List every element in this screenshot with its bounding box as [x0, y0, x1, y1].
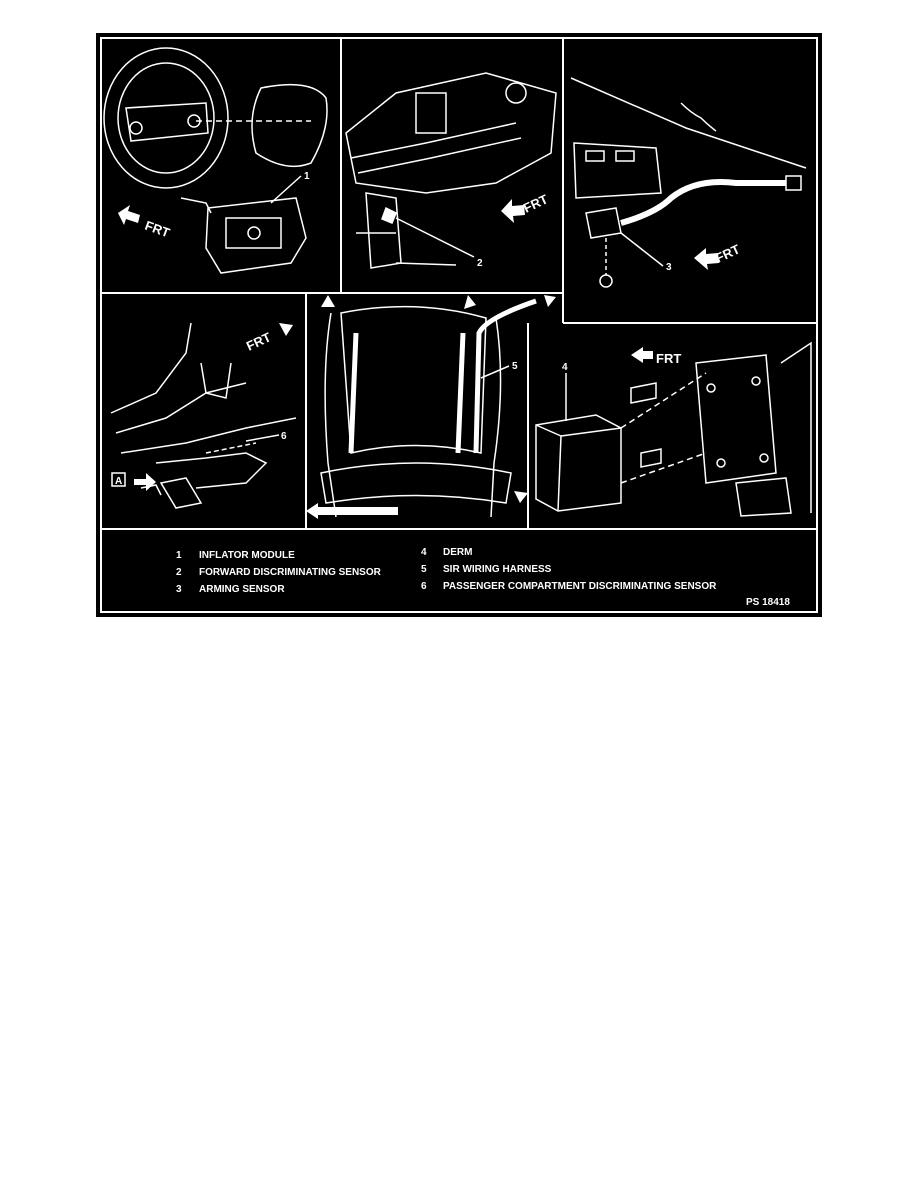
- legend-num-1: 1: [176, 550, 182, 561]
- figure-drawing: 1 FRT 2 FRT 3 FRT: [96, 33, 822, 617]
- callout-6: 6: [281, 431, 287, 442]
- legend-text-4: DERM: [443, 547, 472, 558]
- legend-text-5: SIR WIRING HARNESS: [443, 564, 552, 575]
- derm-bracket: [695, 354, 777, 484]
- panel-dividers: [101, 38, 817, 530]
- callout-4: 4: [562, 362, 568, 373]
- legend-num-2: 2: [176, 567, 182, 578]
- coolant-reservoir: [415, 92, 447, 134]
- derm-module: [535, 414, 622, 512]
- legend: 1 INFLATOR MODULE 2 FORWARD DISCRIMINATI…: [176, 547, 717, 595]
- inflator-module-back: [205, 197, 307, 274]
- legend-num-3: 3: [176, 584, 182, 595]
- figure-id: PS 18418: [746, 597, 790, 608]
- panel-passenger-sensor: [110, 322, 297, 509]
- windshield-outline: [340, 305, 487, 454]
- legend-num-4: 4: [421, 547, 427, 558]
- sir-component-locator-figure: 1 FRT 2 FRT 3 FRT: [96, 33, 822, 617]
- dashboard-outline: [320, 462, 512, 504]
- frt-arrow-panel6: FRT: [631, 347, 681, 366]
- view-a-label: A: [115, 476, 122, 487]
- callout-5: 5: [512, 361, 518, 372]
- view-a-marker: A: [111, 472, 156, 491]
- panel-arming-sensor: [570, 77, 807, 288]
- figure-background: [96, 33, 822, 617]
- legend-num-6: 6: [421, 581, 427, 592]
- callout-1: 1: [304, 171, 310, 182]
- panel-forward-sensor: [345, 72, 557, 269]
- harness-route: [473, 298, 537, 454]
- callout-2: 2: [477, 258, 483, 269]
- engine-compartment-outline: [345, 72, 557, 194]
- harness-direction-arrows: [306, 295, 556, 519]
- steering-wheel-hub: [125, 102, 209, 142]
- outer-border: [100, 37, 818, 613]
- mounting-bracket: [573, 142, 662, 199]
- legend-text-6: PASSENGER COMPARTMENT DISCRIMINATING SEN…: [443, 581, 717, 592]
- frt-label-6: FRT: [656, 351, 681, 366]
- wiring-harness-p3: [620, 179, 786, 226]
- panel-derm: [535, 341, 812, 517]
- legend-num-5: 5: [421, 564, 427, 575]
- airbag-module-cover: [251, 83, 328, 168]
- panel-wiring-harness: [320, 298, 537, 518]
- body-panel-edge: [570, 77, 807, 169]
- legend-text-2: FORWARD DISCRIMINATING SENSOR: [199, 567, 382, 578]
- panel-inflator-module: [103, 47, 328, 274]
- callout-3: 3: [666, 262, 672, 273]
- steering-wheel-rim: [103, 47, 229, 189]
- legend-text-3: ARMING SENSOR: [199, 584, 285, 595]
- legend-text-1: INFLATOR MODULE: [199, 550, 295, 561]
